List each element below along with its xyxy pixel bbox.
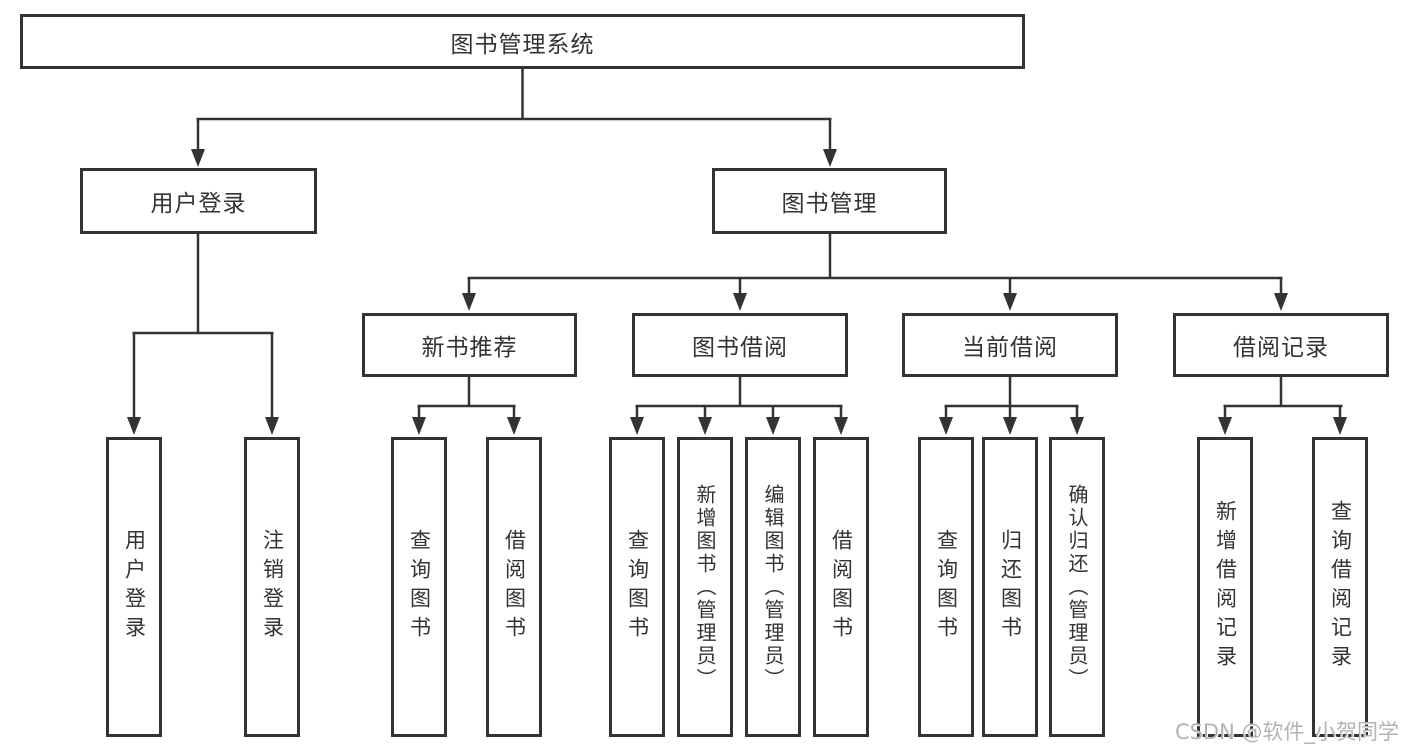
leaf-borrowing-query-books-label: 查询图书 (625, 529, 650, 645)
leaf-borrowing-query-books: 查询图书 (609, 437, 665, 737)
leaf-current-confirm-return-admin: 确认归还（管理员） (1049, 437, 1105, 737)
leaf-recommend-borrow-books: 借阅图书 (486, 437, 542, 737)
node-borrow-records-label: 借阅记录 (1233, 335, 1329, 361)
leaf-logout-label: 注销登录 (260, 529, 285, 645)
node-book-management: 图书管理 (712, 168, 947, 234)
leaf-user-login-label: 用户登录 (122, 529, 147, 645)
node-book-management-label: 图书管理 (781, 191, 878, 217)
leaf-records-query-record: 查询借阅记录 (1312, 437, 1368, 737)
leaf-records-add-record-label: 新增借阅记录 (1213, 500, 1238, 674)
leaf-current-query-books-label: 查询图书 (934, 529, 959, 645)
leaf-borrowing-borrow-books: 借阅图书 (813, 437, 869, 737)
node-library-system-label: 图书管理系统 (450, 31, 595, 58)
node-current-borrowing-label: 当前借阅 (962, 335, 1058, 361)
leaf-borrowing-edit-books-admin: 编辑图书（管理员） (745, 437, 801, 737)
node-user-login: 用户登录 (80, 168, 317, 234)
leaf-recommend-query-books: 查询图书 (391, 437, 447, 737)
leaf-current-confirm-return-admin-label: 确认归还（管理员） (1065, 483, 1089, 691)
connector-book-borrowing-to-leaves (630, 377, 848, 435)
watermark: CSDN @软件_小贺同学 (1174, 720, 1399, 744)
node-user-login-label: 用户登录 (150, 191, 247, 217)
leaf-borrowing-add-books-admin: 新增图书（管理员） (677, 437, 733, 737)
leaf-recommend-query-books-label: 查询图书 (407, 529, 432, 645)
leaf-logout: 注销登录 (244, 437, 300, 737)
connector-current-borrowing-to-leaves (939, 377, 1084, 435)
node-new-book-recommend: 新书推荐 (362, 313, 577, 377)
node-borrow-records: 借阅记录 (1173, 313, 1389, 377)
connector-book-management-to-level3 (462, 234, 1288, 311)
node-book-borrowing: 图书借阅 (632, 313, 848, 377)
node-book-borrowing-label: 图书借阅 (692, 335, 788, 361)
connector-user-login-to-leaves (127, 234, 279, 435)
node-new-book-recommend-label: 新书推荐 (421, 335, 518, 361)
leaf-borrowing-add-books-admin-label: 新增图书（管理员） (693, 483, 717, 691)
connector-new-book-recommend-to-leaves (412, 377, 521, 435)
leaf-borrowing-edit-books-admin-label: 编辑图书（管理员） (761, 483, 785, 691)
leaf-user-login: 用户登录 (106, 437, 162, 737)
connector-borrow-records-to-leaves (1218, 377, 1347, 435)
node-library-system: 图书管理系统 (20, 14, 1025, 69)
leaf-recommend-borrow-books-label: 借阅图书 (502, 529, 527, 645)
leaf-current-return-books-label: 归还图书 (998, 529, 1023, 645)
node-current-borrowing: 当前借阅 (902, 313, 1118, 377)
leaf-current-return-books: 归还图书 (982, 437, 1038, 737)
leaf-borrowing-borrow-books-label: 借阅图书 (829, 529, 854, 645)
leaf-current-query-books: 查询图书 (918, 437, 974, 737)
leaf-records-query-record-label: 查询借阅记录 (1328, 500, 1353, 674)
connector-root-to-level2 (191, 69, 837, 167)
leaf-records-add-record: 新增借阅记录 (1197, 437, 1253, 737)
